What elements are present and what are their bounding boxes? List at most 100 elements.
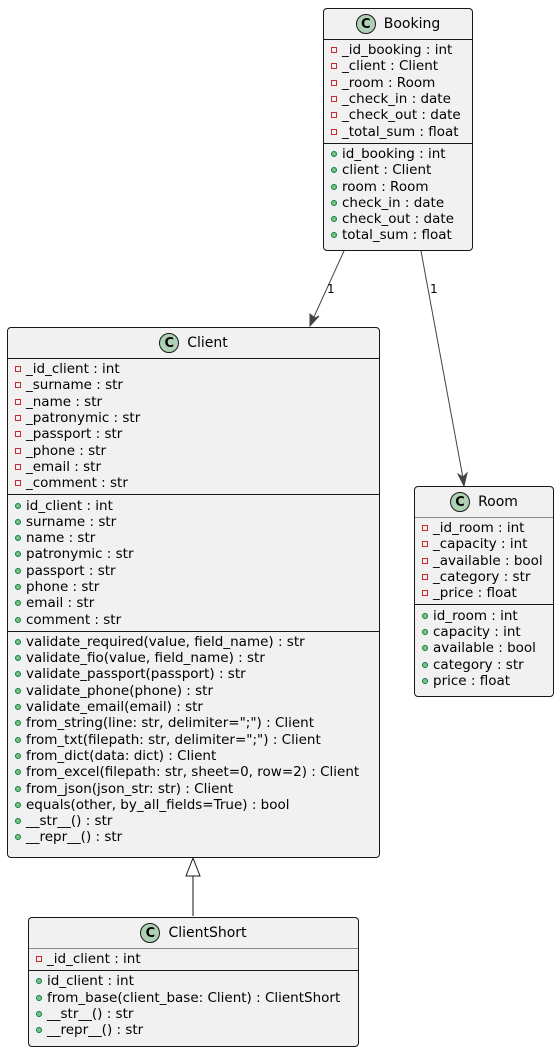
property-row: id_client : int	[8, 497, 379, 514]
class-booking[interactable]: C Booking _id_booking : int _client : Cl…	[323, 8, 473, 251]
private-marker-icon	[15, 366, 21, 373]
client-short-methods: id_client : int from_base(client_base: C…	[29, 970, 358, 1041]
room-fields: _id_room : int _capacity : int _availabl…	[415, 518, 553, 604]
multiplicity-booking-room: 1	[430, 282, 438, 296]
field-row: _phone : str	[8, 442, 379, 459]
public-marker-icon	[15, 616, 21, 623]
private-marker-icon	[15, 447, 21, 454]
class-booking-header: C Booking	[324, 9, 472, 40]
room-properties: id_room : int capacity : int available :…	[415, 604, 553, 691]
field-row: _comment : str	[8, 475, 379, 491]
public-marker-icon	[331, 216, 337, 223]
field-row: _id_booking : int	[324, 42, 472, 58]
class-client[interactable]: C Client _id_client : int _surname : str…	[7, 327, 380, 858]
class-client-short[interactable]: C ClientShort _id_client : int id_client…	[28, 917, 359, 1047]
multiplicity-booking-client: 1	[327, 282, 335, 296]
method-row: id_client : int	[29, 973, 358, 989]
class-stereotype-icon: C	[140, 923, 161, 943]
public-marker-icon	[15, 769, 21, 776]
private-marker-icon	[15, 382, 21, 389]
public-marker-icon	[331, 199, 337, 206]
booking-fields: _id_booking : int _client : Client _room…	[324, 40, 472, 143]
private-marker-icon	[15, 463, 21, 470]
property-row: passport : str	[8, 563, 379, 579]
property-row: comment : str	[8, 611, 379, 628]
client-methods: validate_required(value, field_name) : s…	[8, 630, 379, 849]
class-client-short-name: ClientShort	[168, 925, 247, 941]
private-marker-icon	[331, 47, 337, 54]
method-row: from_dict(data: dict) : Client	[8, 748, 379, 764]
inheritance-triangle	[185, 856, 201, 877]
private-marker-icon	[15, 480, 21, 487]
client-short-fields: _id_client : int	[29, 949, 358, 970]
property-row: check_in : date	[324, 195, 472, 211]
public-marker-icon	[15, 638, 21, 645]
method-row: from_txt(filepath: str, delimiter=";") :…	[8, 732, 379, 748]
private-marker-icon	[331, 112, 337, 119]
private-marker-icon	[331, 79, 337, 86]
field-row: _id_client : int	[8, 361, 379, 377]
public-marker-icon	[15, 720, 21, 727]
property-row: phone : str	[8, 579, 379, 595]
method-row: __repr__() : str	[8, 829, 379, 845]
property-row: price : float	[415, 673, 553, 689]
public-marker-icon	[15, 502, 21, 509]
public-marker-icon	[15, 818, 21, 825]
public-marker-icon	[331, 167, 337, 174]
property-row: capacity : int	[415, 624, 553, 640]
client-properties: id_client : int surname : str name : str…	[8, 494, 379, 630]
public-marker-icon	[15, 801, 21, 808]
method-row: equals(other, by_all_fields=True) : bool	[8, 797, 379, 813]
private-marker-icon	[331, 63, 337, 70]
client-fields: _id_client : int _surname : str _name : …	[8, 359, 379, 494]
class-stereotype-icon: C	[355, 14, 376, 34]
private-marker-icon	[36, 956, 42, 963]
field-row: _name : str	[8, 394, 379, 410]
property-row: total_sum : float	[324, 227, 472, 243]
arrowhead-room	[456, 471, 468, 488]
property-row: check_out : date	[324, 211, 472, 227]
property-row: surname : str	[8, 514, 379, 530]
class-room[interactable]: C Room _id_room : int _capacity : int _a…	[414, 486, 554, 697]
property-row: patronymic : str	[8, 546, 379, 562]
class-client-short-header: C ClientShort	[29, 918, 358, 949]
field-row: _client : Client	[324, 58, 472, 74]
method-row: validate_fio(value, field_name) : str	[8, 650, 379, 666]
public-marker-icon	[15, 567, 21, 574]
class-room-name: Room	[478, 494, 518, 510]
private-marker-icon	[331, 128, 337, 135]
public-marker-icon	[15, 752, 21, 759]
property-row: client : Client	[324, 162, 472, 178]
booking-properties: id_booking : int client : Client room : …	[324, 142, 472, 247]
public-marker-icon	[331, 232, 337, 239]
public-marker-icon	[36, 994, 42, 1001]
property-row: category : str	[415, 656, 553, 673]
property-row: room : Room	[324, 178, 472, 195]
method-row: __str__() : str	[29, 1006, 358, 1022]
property-row: email : str	[8, 595, 379, 611]
public-marker-icon	[331, 150, 337, 157]
public-marker-icon	[15, 785, 21, 792]
public-marker-icon	[15, 600, 21, 607]
field-row: _total_sum : float	[324, 123, 472, 140]
field-row: _surname : str	[8, 377, 379, 393]
field-row: _capacity : int	[415, 536, 553, 552]
public-marker-icon	[422, 645, 428, 652]
property-row: id_booking : int	[324, 146, 472, 162]
public-marker-icon	[15, 704, 21, 711]
field-row: _check_out : date	[324, 107, 472, 123]
private-marker-icon	[15, 431, 21, 438]
public-marker-icon	[36, 1027, 42, 1034]
public-marker-icon	[15, 671, 21, 678]
private-marker-icon	[15, 398, 21, 405]
method-row: validate_passport(passport) : str	[8, 666, 379, 682]
class-room-header: C Room	[415, 487, 553, 518]
field-row: _category : str	[415, 569, 553, 585]
field-row: _room : Room	[324, 75, 472, 91]
public-marker-icon	[36, 1011, 42, 1018]
public-marker-icon	[15, 687, 21, 694]
private-marker-icon	[422, 525, 428, 532]
field-row: _id_room : int	[415, 520, 553, 536]
public-marker-icon	[15, 535, 21, 542]
